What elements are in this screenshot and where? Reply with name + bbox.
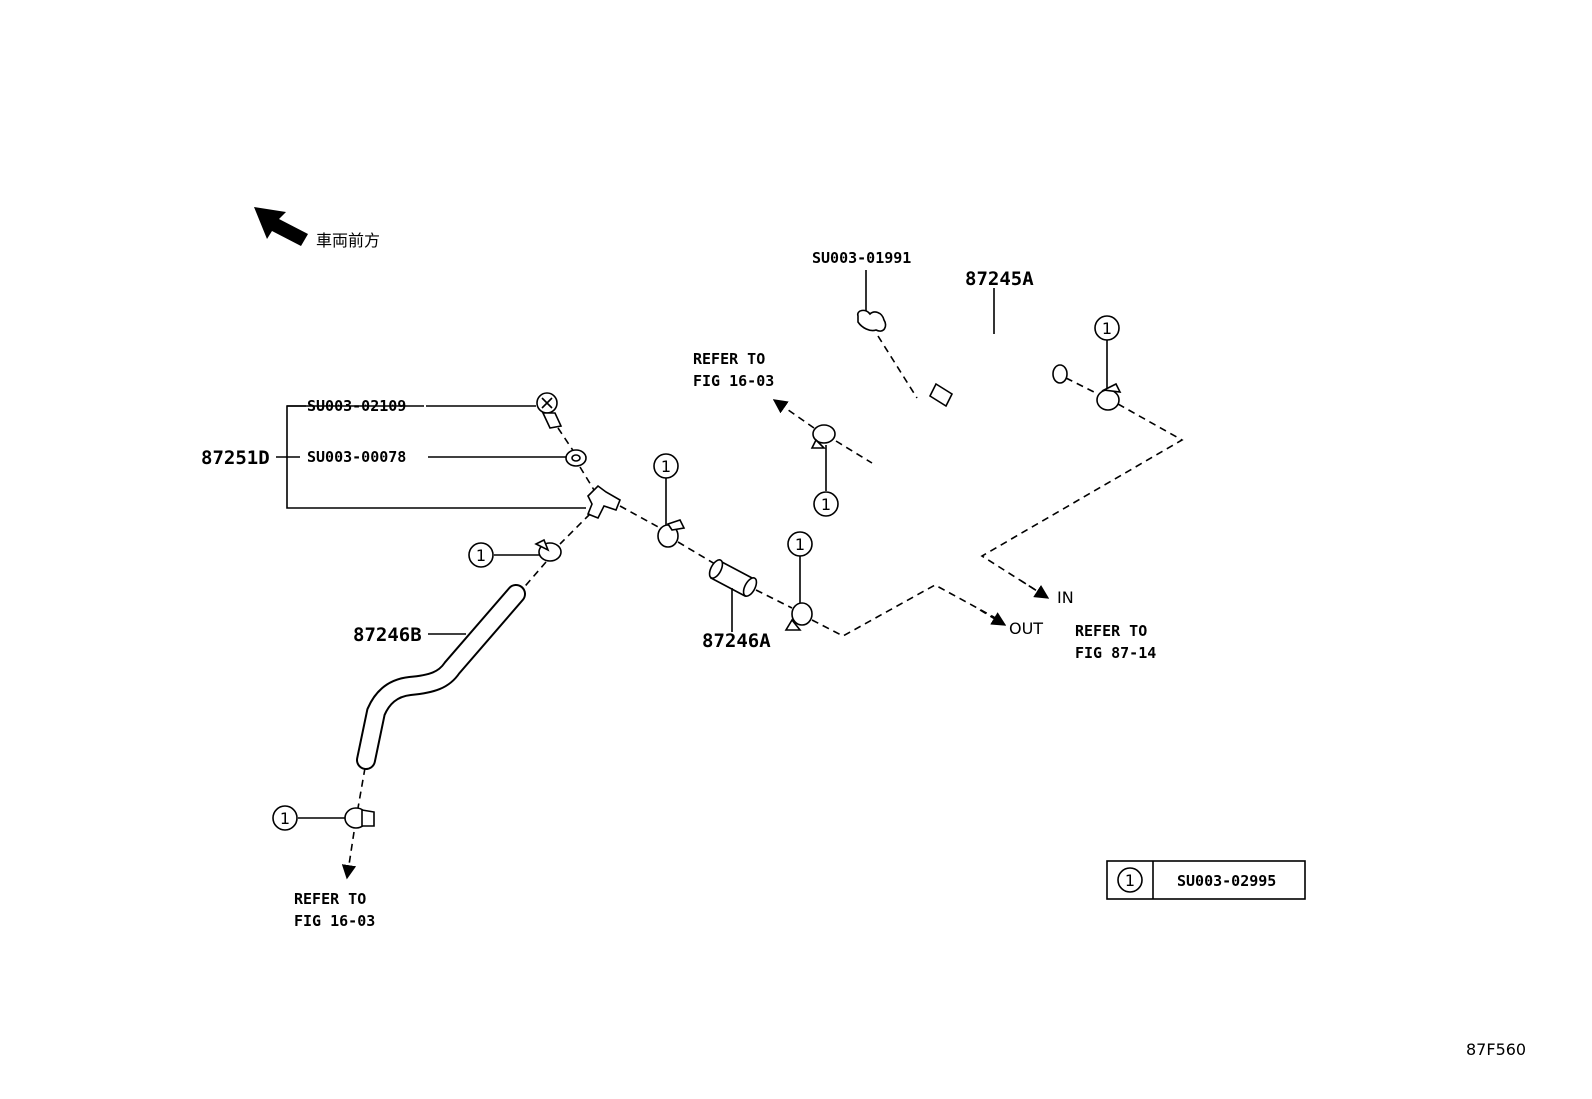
tee-fitting-icon: [586, 484, 622, 520]
part-label-87251d: 87251D: [201, 447, 270, 469]
flow-out-label: OUT: [1009, 619, 1043, 638]
dash-route-in: [980, 403, 1184, 597]
figure-code: 87F560: [1466, 1040, 1526, 1059]
legend-box: 1 SU003-02995: [1106, 860, 1306, 900]
callout-1-c-text: 1: [661, 457, 671, 476]
part-label-washer: SU003-00078: [307, 448, 406, 466]
refer-upper-left-line2: FIG 16-03: [693, 372, 774, 390]
dash-clamp-hose: [677, 541, 716, 565]
callout-1-d-text: 1: [795, 535, 805, 554]
flow-out-arrow: [979, 609, 1007, 626]
refer-upper-left-line1: REFER TO: [693, 350, 765, 368]
refer-right-line1: REFER TO: [1075, 622, 1147, 640]
clamp-middle-left-icon: [657, 519, 686, 548]
callout-1-f: 1: [272, 805, 298, 831]
dash-screw: [557, 427, 575, 453]
part-label-87245a: 87245A: [965, 268, 1034, 290]
dash-upper-left-clamp: [835, 440, 873, 464]
front-direction-arrow-icon: [254, 207, 308, 246]
screw-icon: [536, 392, 563, 429]
part-label-clip-upper: SU003-01991: [812, 249, 911, 267]
refer-arrow-upper-left: [772, 399, 815, 429]
flow-in-label: IN: [1057, 588, 1074, 607]
callout-1-b-text: 1: [1102, 319, 1112, 338]
clamp-lower-upper-icon: [534, 538, 562, 562]
legend-symbol: 1: [1125, 871, 1135, 890]
callout-1-f-text: 1: [280, 809, 290, 828]
part-label-screw: SU003-02109: [307, 397, 406, 415]
legend-part: SU003-02995: [1177, 872, 1276, 890]
callout-1-b: 1: [1094, 315, 1120, 341]
washer-icon: [565, 449, 587, 467]
part-label-87246b: 87246B: [353, 624, 422, 646]
refer-right-line2: FIG 87-14: [1075, 644, 1156, 662]
refer-arrow-bottom: [341, 831, 357, 880]
clip-upper-icon: [856, 309, 887, 332]
clamp-upper-right-icon: [1096, 382, 1122, 411]
dash-route-out: [811, 584, 1004, 637]
callout-1-c: 1: [653, 453, 679, 479]
dash-clip-upper: [877, 335, 918, 399]
callout-1-a: 1: [813, 491, 839, 517]
clamp-bottom-icon: [344, 807, 375, 829]
clamp-upper-left-icon: [810, 424, 836, 449]
callout-1-a-text: 1: [821, 495, 831, 514]
dash-hose-clamp-right: [755, 589, 793, 609]
dash-tee-clamp: [619, 505, 661, 529]
dash-tee-down: [559, 513, 591, 545]
dash-upper-right-clamp: [1065, 377, 1099, 395]
clamp-middle-right-icon: [784, 602, 813, 631]
dash-hose-lower-clamp: [357, 767, 366, 809]
hose-87245a: [871, 332, 1068, 482]
front-direction-label: 車両前方: [316, 231, 380, 250]
refer-bottom-line1: REFER TO: [294, 890, 366, 908]
dash-washer: [579, 466, 595, 491]
hose-87246b: [356, 584, 526, 770]
flow-in-arrow: [1019, 579, 1050, 599]
callout-1-d: 1: [787, 531, 813, 557]
refer-bottom-line2: FIG 16-03: [294, 912, 375, 930]
dash-clamp-lower-hose: [519, 561, 547, 593]
hose-87246a: [708, 559, 758, 598]
callout-1-e-text: 1: [476, 546, 486, 565]
callout-1-e: 1: [468, 542, 494, 568]
part-label-87246a: 87246A: [702, 630, 771, 652]
